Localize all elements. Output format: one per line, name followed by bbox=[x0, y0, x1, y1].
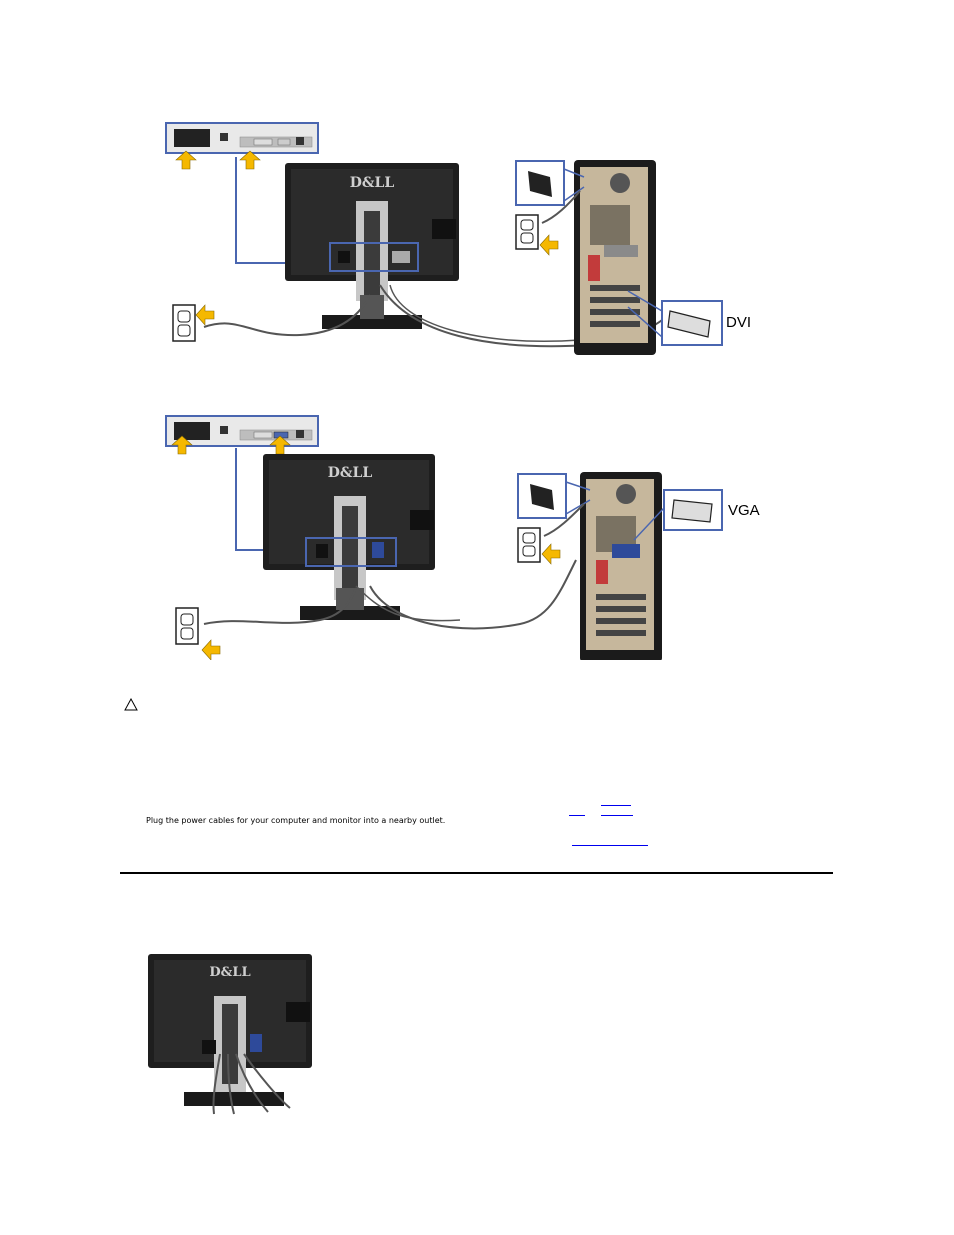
wall-outlet-icon bbox=[517, 527, 541, 563]
arrow-icon bbox=[195, 304, 215, 326]
dell-logo: D&LL bbox=[209, 965, 250, 980]
wall-outlet-icon bbox=[175, 607, 199, 645]
monitor-port-callout bbox=[165, 122, 319, 154]
dell-logo: D&LL bbox=[328, 465, 373, 481]
cable-routing-diagram: D&LL bbox=[140, 948, 320, 1118]
link-fragment[interactable] bbox=[601, 796, 631, 806]
dell-logo: D&LL bbox=[350, 175, 395, 191]
arrow-icon bbox=[539, 234, 559, 256]
vga-label: VGA bbox=[728, 502, 760, 519]
computer-tower-image bbox=[574, 160, 656, 355]
wall-outlet-icon bbox=[515, 214, 539, 250]
dvi-connection-diagram: D&LL bbox=[160, 115, 780, 355]
outlet-instruction-text: Plug the power cables for your computer … bbox=[146, 816, 446, 825]
arrow-icon bbox=[171, 435, 291, 455]
dvi-label: DVI bbox=[726, 314, 751, 331]
arrow-icon bbox=[175, 150, 261, 170]
vga-connection-diagram: D&LL bbox=[160, 410, 780, 660]
link-fragment[interactable] bbox=[572, 836, 648, 846]
dvi-port-callout bbox=[627, 290, 723, 346]
link-fragment[interactable] bbox=[569, 806, 585, 816]
computer-tower-image bbox=[580, 472, 662, 660]
section-divider bbox=[120, 872, 833, 874]
arrow-icon bbox=[541, 543, 561, 565]
wall-outlet-icon bbox=[172, 304, 196, 342]
power-connector-callout bbox=[517, 473, 591, 519]
arrow-icon bbox=[201, 639, 221, 660]
monitor-port-callout bbox=[165, 415, 319, 447]
monitor-back-image: D&LL bbox=[263, 454, 435, 620]
vga-port-callout bbox=[633, 489, 723, 541]
link-fragment[interactable] bbox=[601, 806, 633, 816]
caution-icon bbox=[124, 698, 138, 711]
monitor-back-image: D&LL bbox=[285, 163, 459, 329]
power-connector-callout bbox=[515, 160, 585, 206]
